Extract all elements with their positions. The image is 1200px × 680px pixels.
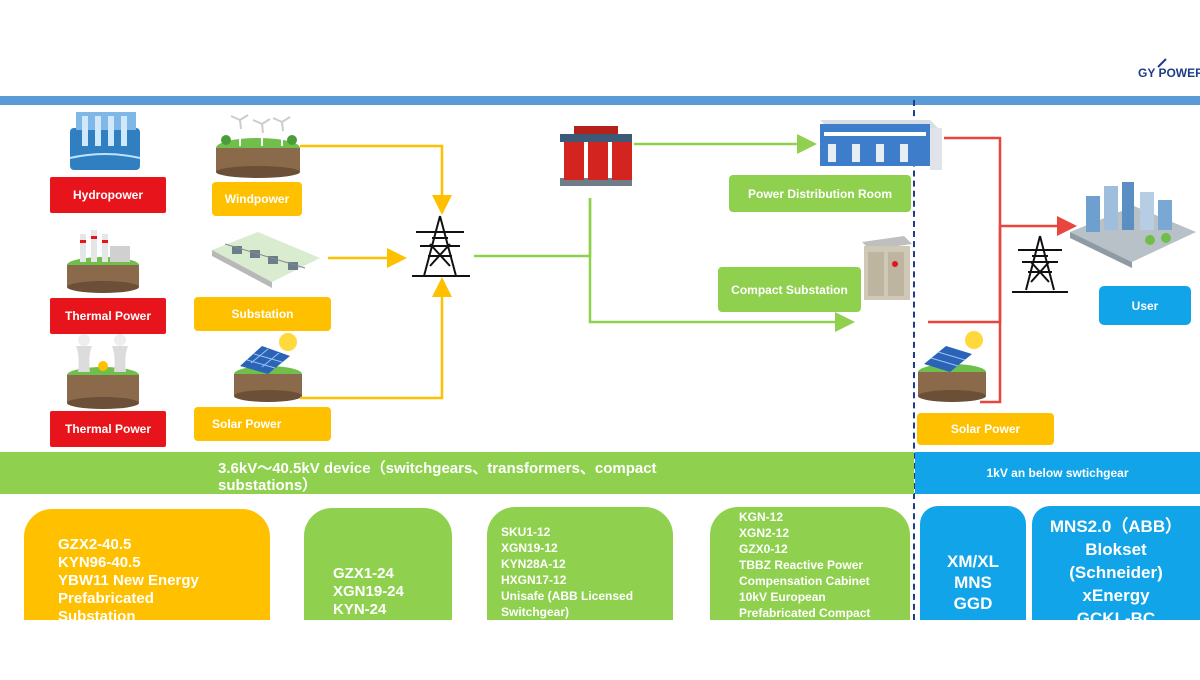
compact-substation-label: Compact Substation <box>718 267 861 312</box>
product-card-lv-a: XM/XL MNS GGD <box>920 506 1026 620</box>
product-card-12kv-a: SKU1-12 XGN19-12 KYN28A-12 HXGN17-12 Uni… <box>487 507 673 620</box>
product-item: Blokset <box>1085 540 1147 559</box>
product-item: MNS2.0（ABB） <box>1049 517 1183 536</box>
product-item: Prefabricated <box>58 590 154 607</box>
thermal-power-label-2: Thermal Power <box>50 411 166 447</box>
power-distribution-room-label: Power Distribution Room <box>729 175 911 212</box>
product-item: GZX0-12 <box>739 542 788 556</box>
product-item: TBBZ Reactive Power <box>739 558 864 572</box>
thermal-power-plant-icon <box>67 230 139 293</box>
user-transmission-tower-icon <box>1012 235 1068 293</box>
product-item: KGN-12 <box>739 510 784 524</box>
product-item: SKU1-12 <box>501 525 551 539</box>
hydropower-label: Hydropower <box>50 177 166 213</box>
compact-substation-box-icon <box>862 236 912 300</box>
distribution-arrows <box>474 134 855 332</box>
product-item: KYN96-40.5 <box>58 554 141 571</box>
transformer-icon <box>560 126 632 186</box>
city-user-icon <box>1070 182 1196 268</box>
product-item: Switchgear) <box>501 605 570 619</box>
product-item: GGD <box>953 594 993 613</box>
product-item: 10kV European <box>739 590 826 604</box>
generation-arrows <box>300 144 452 400</box>
product-item: GZX1-24 <box>333 565 394 582</box>
user-label: User <box>1099 286 1191 325</box>
product-card-24kv: GZX1-24 XGN19-24 KYN-24 <box>304 508 452 620</box>
solar-power-right-label: Solar Power <box>917 413 1054 445</box>
wind-farm-icon <box>216 114 300 178</box>
header-bar <box>0 96 1200 105</box>
product-item: Compensation Cabinet <box>739 574 870 588</box>
product-card-lv-b: MNS2.0（ABB） Blokset (Schneider) xEnergy … <box>1032 506 1200 620</box>
product-item: XM/XL <box>947 552 999 571</box>
product-item: MNS <box>954 573 992 592</box>
solar-farm-icon <box>234 333 302 402</box>
product-item: YBW11 New Energy <box>58 572 199 589</box>
product-card-40-5kv: GZX2-40.5 KYN96-40.5 YBW11 New Energy Pr… <box>24 509 270 620</box>
mv-device-band: 3.6kV～40.5kV device（switchgears、transfor… <box>0 452 914 494</box>
rooftop-solar-icon <box>918 331 986 402</box>
transmission-tower-icon <box>412 215 470 277</box>
distribution-room-building-icon <box>820 120 942 170</box>
mv-device-band-text: 3.6kV～40.5kV device（switchgears、transfor… <box>218 460 657 494</box>
product-item: XGN19-12 <box>501 541 558 555</box>
product-item: GCKL-BC <box>1076 609 1156 620</box>
product-item: Unisafe (ABB Licensed <box>501 589 634 603</box>
logo-mark-icon <box>1157 58 1167 68</box>
product-item: HXGN17-12 <box>501 573 567 587</box>
logo-text: GY POWER <box>1138 66 1200 80</box>
product-item: XGN19-24 <box>333 583 404 600</box>
substation-facility-icon <box>212 232 320 288</box>
product-item: Substation <box>58 608 136 620</box>
product-card-12kv-b: KGN-12 XGN2-12 GZX0-12 TBBZ Reactive Pow… <box>710 507 910 620</box>
product-item: KYN-24 <box>333 601 387 618</box>
user-supply-lines <box>928 136 1077 404</box>
product-item: GZX2-40.5 <box>58 536 132 553</box>
gy-power-logo: GY POWER <box>1138 58 1200 84</box>
thermal-power-label-1: Thermal Power <box>50 298 166 334</box>
product-item: xEnergy <box>1082 586 1150 605</box>
lv-switchgear-band: 1kV an below swtichgear <box>915 452 1200 494</box>
nuclear-power-plant-icon <box>67 334 139 409</box>
product-item: XGN2-12 <box>739 526 790 540</box>
substation-label: Substation <box>194 297 331 331</box>
solar-power-label: Solar Power <box>194 407 331 441</box>
windpower-label: Windpower <box>212 182 302 216</box>
hydropower-plant-icon <box>69 112 141 170</box>
product-item: KYN28A-12 <box>501 557 566 571</box>
product-item: Prefabricated Compact <box>739 606 871 620</box>
product-item: (Schneider) <box>1069 563 1163 582</box>
voltage-divider-line <box>913 100 915 620</box>
